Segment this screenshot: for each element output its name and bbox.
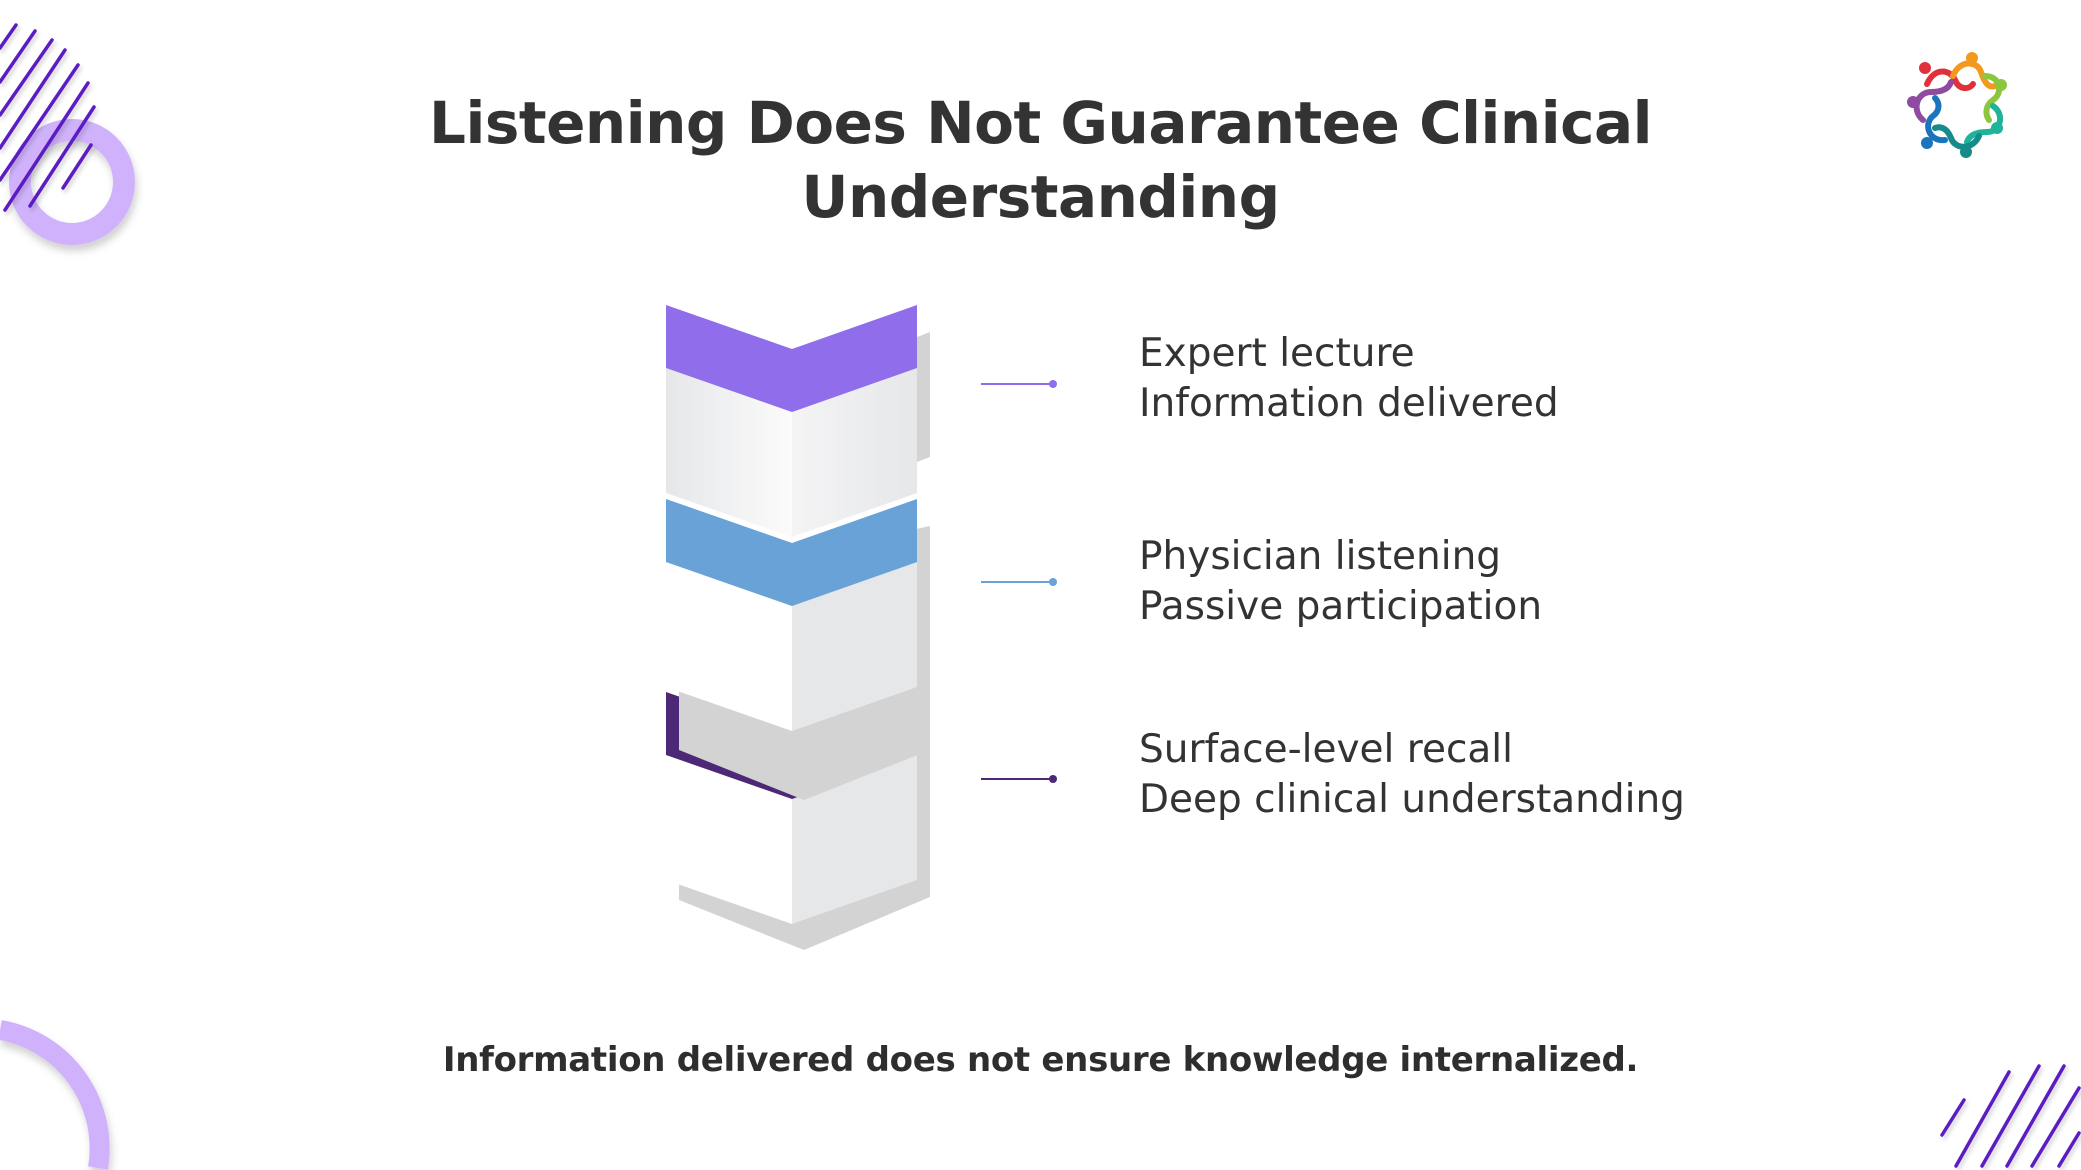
chevron-stack	[666, 305, 930, 950]
step-2-line-2: Passive participation	[1139, 584, 1543, 629]
chevron-band-1	[666, 305, 917, 412]
footer-statement: Information delivered does not ensure kn…	[442, 1040, 1639, 1080]
step-1-line-2: Information delivered	[1139, 381, 1559, 426]
connector-1	[981, 380, 1057, 388]
people-circle-logo-icon	[1907, 52, 2007, 158]
step-label-3: Surface-level recall Deep clinical under…	[1139, 725, 1685, 825]
step-label-2: Physician listening Passive participatio…	[1139, 532, 1542, 632]
chevron-band-2	[666, 499, 917, 606]
step-3-line-2: Deep clinical understanding	[1139, 777, 1685, 822]
connector-2	[981, 578, 1057, 586]
stripes-decoration-bottom-right	[1940, 1064, 2081, 1168]
chevron-block-1	[666, 305, 930, 537]
step-1-line-1: Expert lecture	[1139, 331, 1415, 376]
stripes-decoration-top-left	[0, 23, 96, 212]
ring-decoration-top-left	[9, 119, 135, 245]
title-line-2: Understanding	[801, 163, 1280, 231]
page-title: Listening Does Not Guarantee Clinical Un…	[0, 86, 2081, 234]
chevron-block-2	[666, 499, 930, 800]
step-label-1: Expert lecture Information delivered	[1139, 329, 1559, 429]
step-2-line-1: Physician listening	[1139, 534, 1502, 579]
connector-3	[981, 775, 1057, 783]
step-3-line-1: Surface-level recall	[1139, 727, 1513, 772]
title-line-1: Listening Does Not Guarantee Clinical	[428, 89, 1653, 157]
ring-decoration-bottom-left	[0, 1020, 110, 1170]
